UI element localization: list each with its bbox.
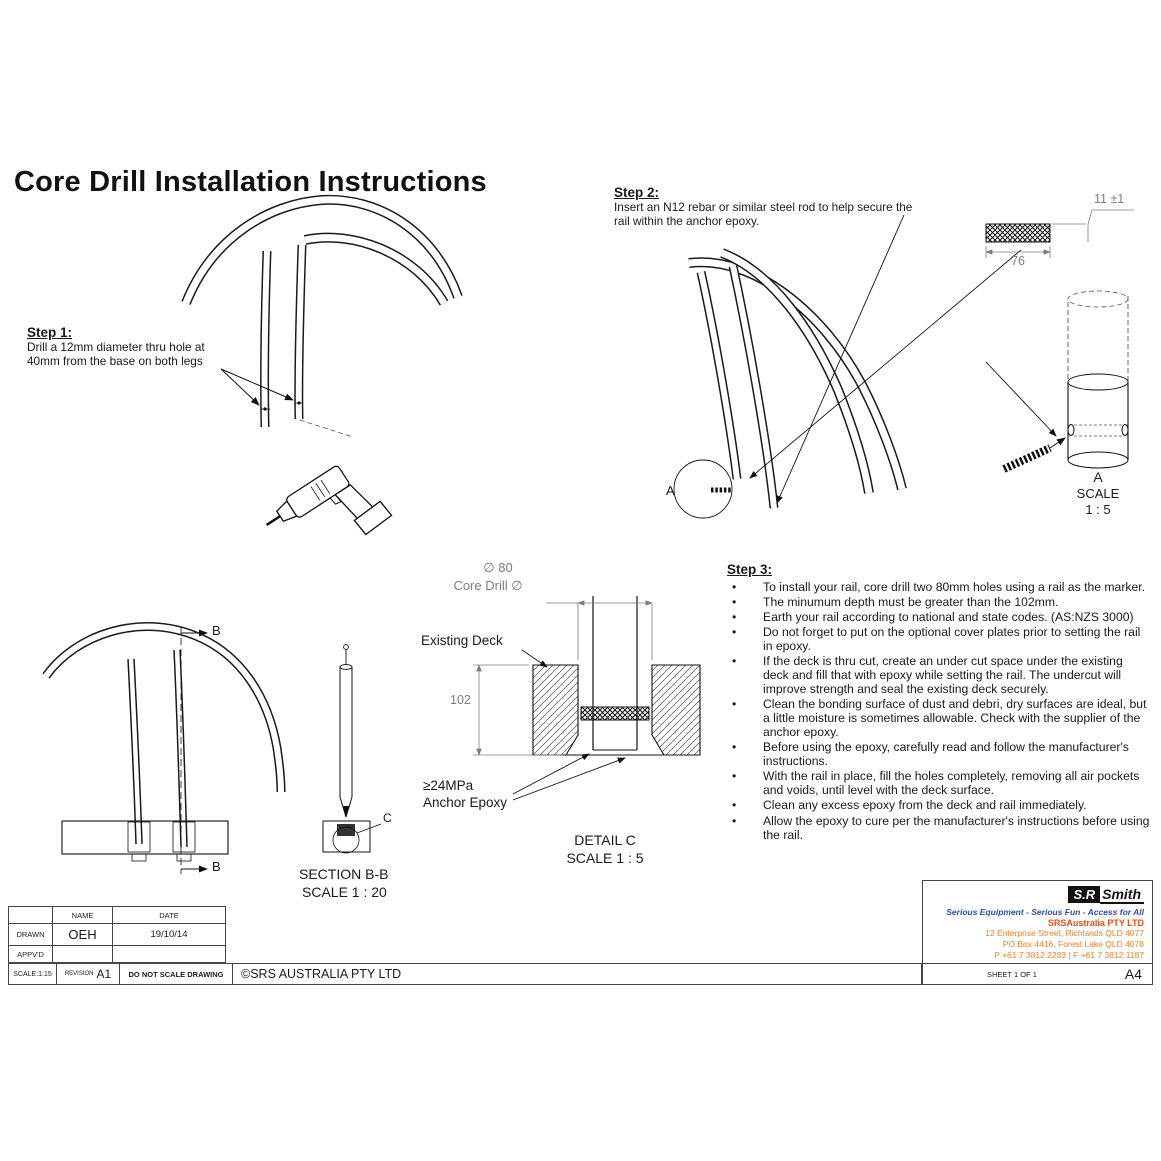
instruction-bullet: Allow the epoxy to cure per the manufact… <box>727 814 1151 842</box>
page-title: Core Drill Installation Instructions <box>14 166 487 198</box>
detail-c-figure <box>473 596 701 801</box>
approved-label: APPV'D <box>9 946 53 962</box>
detail-leader <box>749 249 1022 479</box>
balloon-c-label: C <box>383 811 392 825</box>
instruction-bullet: The minumum depth must be greater than t… <box>727 595 1151 609</box>
name-header: NAME <box>53 907 113 924</box>
copyright-text: ©SRS AUSTRALIA PTY LTD <box>241 967 402 981</box>
step3-instructions-list: To install your rail, core drill two 80m… <box>727 580 1151 843</box>
instruction-bullet: Do not forget to put on the optional cov… <box>727 625 1151 653</box>
section-bb-scale: SCALE 1 : 20 <box>302 884 387 900</box>
anchor-epoxy-label: Anchor Epoxy <box>423 795 508 810</box>
step2-text: Insert an N12 rebar or similar steel rod… <box>614 200 913 228</box>
epoxy-rating-label: ≥24MPa <box>423 778 474 793</box>
logo-smith-mark: Smith <box>1100 886 1144 904</box>
deck-section-right <box>651 664 701 756</box>
approved-date <box>113 946 225 962</box>
drawn-by: OEH <box>53 924 113 946</box>
sheet-number: SHEET 1 OF 1 <box>987 969 1037 979</box>
title-block-table: NAME DATE DRAWN OEH 19/10/14 APPV'D <box>8 906 226 963</box>
drawn-label: DRAWN <box>9 924 53 946</box>
detail-a-scale-value: 1 : 5 <box>1085 502 1111 517</box>
title-block-cell-empty <box>9 907 53 924</box>
company-name: SRSAustralia PTY LTD <box>1047 918 1144 928</box>
instruction-bullet: Before using the epoxy, carefully read a… <box>727 740 1151 768</box>
section-bb-figure <box>322 644 382 854</box>
revision-cell: REVISION A1 <box>57 964 120 984</box>
company-address1: 12 Enterprise Street, Richlands QLD 4077 <box>985 928 1144 938</box>
drill-icon <box>265 465 393 536</box>
rebar-detail-figure <box>985 209 1134 258</box>
title-block-strip: SCALE:1:15 REVISION A1 DO NOT SCALE DRAW… <box>8 963 922 985</box>
section-arrow-label-top: B <box>212 623 221 638</box>
date-header: DATE <box>113 907 225 924</box>
step3-heading: Step 3: <box>727 562 773 577</box>
dim-rebar-thickness: 11 ±1 <box>1094 192 1125 206</box>
dim-core-diameter: ∅ 80 <box>483 560 513 575</box>
detail-c-title: DETAIL C <box>574 832 636 848</box>
detail-a-balloon-circle <box>673 459 733 519</box>
dim-core-drill-label: Core Drill ∅ <box>453 578 523 593</box>
deck-section-left <box>532 664 579 756</box>
company-address2: PO Box 4416, Forest Lake QLD 4078 <box>1002 939 1144 950</box>
approved-by <box>53 946 113 962</box>
paper-size: A4 <box>1124 966 1142 982</box>
dim-rebar-length: 76 <box>1011 254 1025 268</box>
step1-leader-arrow <box>220 368 260 406</box>
revision-label: REVISION <box>64 971 94 977</box>
existing-deck-label: Existing Deck <box>421 633 503 648</box>
step1-rail-figure <box>181 194 463 536</box>
company-phone: P +61 7 3812 2283 | F +61 7 3812 1187 <box>994 950 1144 961</box>
detail-c-scale: SCALE 1 : 5 <box>566 850 644 866</box>
instruction-bullet: Clean the bonding surface of dust and de… <box>727 697 1151 739</box>
section-bb-title: SECTION B-B <box>299 866 389 882</box>
step2-rail-figure <box>673 214 1057 519</box>
instruction-bullet: To install your rail, core drill two 80m… <box>727 580 1151 594</box>
rebar-rod-small <box>1002 444 1052 473</box>
instruction-bullet: With the rail in place, fill the holes c… <box>727 769 1151 797</box>
sheet-row: SHEET 1 OF 1 A4 <box>923 963 1152 984</box>
step2-heading: Step 2: <box>614 185 660 200</box>
instruction-bullet: Earth your rail according to national an… <box>727 610 1151 624</box>
do-not-scale-note: DO NOT SCALE DRAWING <box>120 964 233 984</box>
deck-outline <box>61 820 229 855</box>
detail-c-balloon-circle <box>332 826 360 854</box>
rebar-rod <box>985 223 1051 243</box>
instruction-bullet: If the deck is thru cut, create an under… <box>727 654 1151 696</box>
company-tagline: Serious Equipment - Serious Fun - Access… <box>946 907 1144 917</box>
scale-label: SCALE:1:15 <box>9 964 57 984</box>
section-view-figure <box>42 622 286 874</box>
detail-leader <box>985 361 1057 437</box>
drawn-date: 19/10/14 <box>113 924 225 946</box>
detail-leader <box>776 214 905 504</box>
detail-a-figure <box>1002 290 1129 473</box>
logo-sr-mark: S.R <box>1068 886 1101 903</box>
revision-value: A1 <box>96 967 112 981</box>
balloon-a-label: A <box>666 483 675 498</box>
detail-a-scale-word: SCALE <box>1076 486 1120 501</box>
step1-heading: Step 1: <box>27 325 73 340</box>
detail-a-letter: A <box>1093 469 1103 485</box>
dim-depth: 102 <box>450 693 471 707</box>
step1-leader-arrow <box>220 368 294 401</box>
instruction-bullet: Clean any excess epoxy from the deck and… <box>727 798 1151 812</box>
step1-text: Drill a 12mm diameter thru hole at 40mm … <box>27 340 205 368</box>
rebar-in-section <box>580 706 650 721</box>
section-arrow-label-bottom: B <box>212 859 221 874</box>
